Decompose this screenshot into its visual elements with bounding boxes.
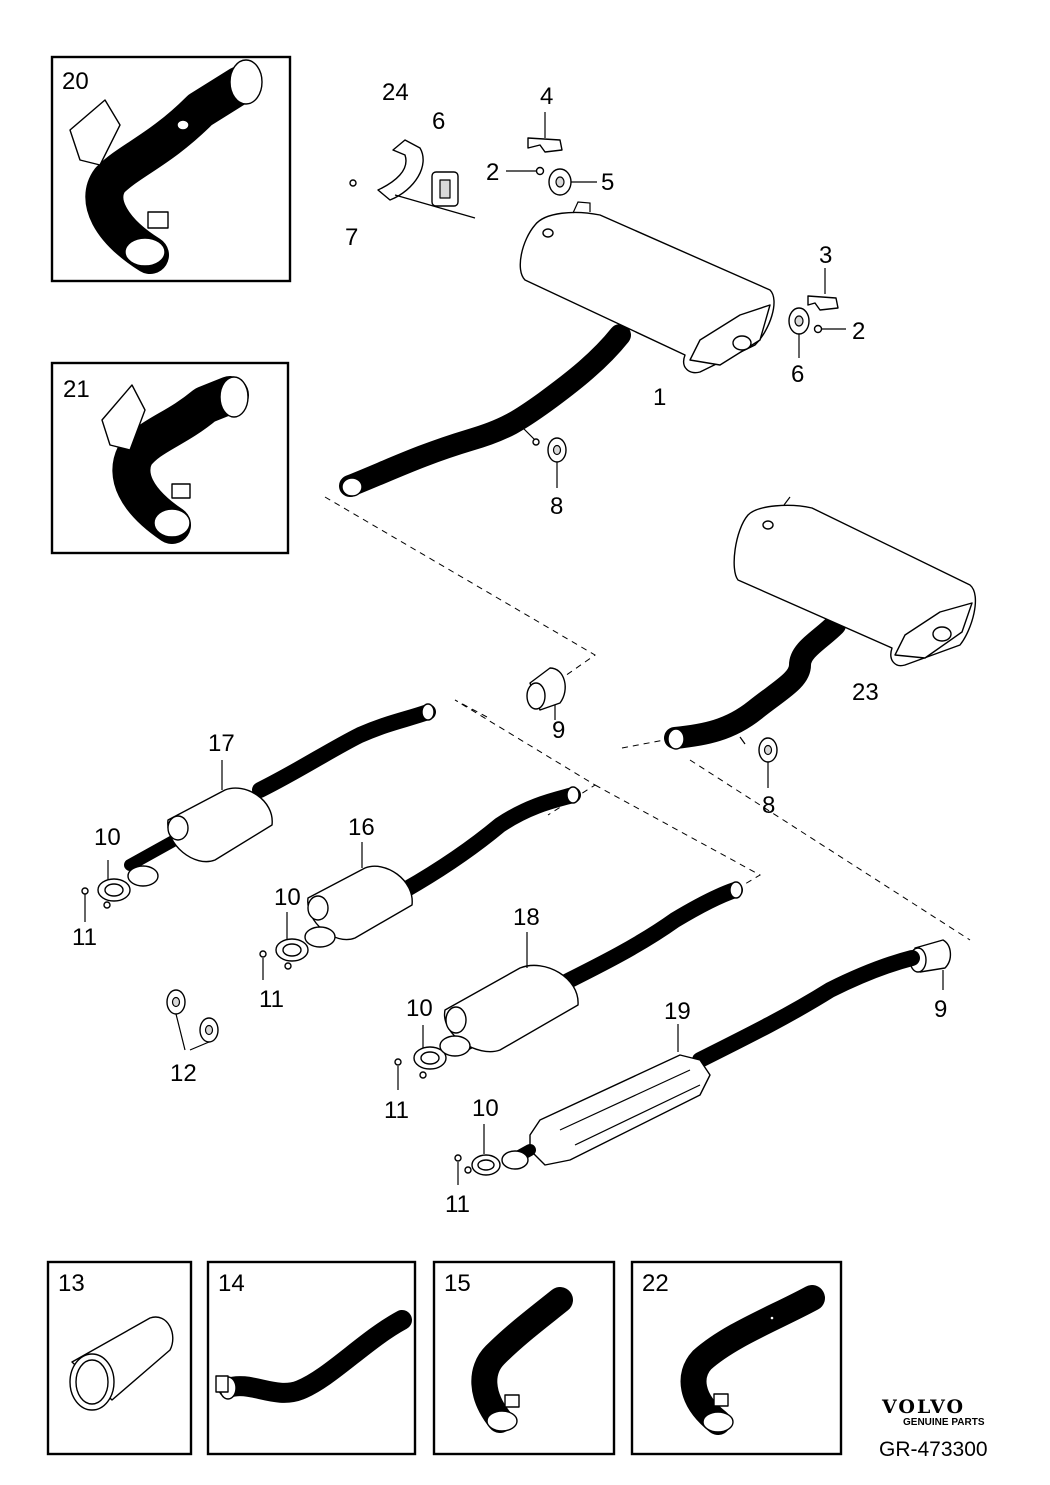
inset-22: 22 bbox=[630, 1260, 843, 1456]
callout-2-right: 2 bbox=[852, 318, 865, 345]
clamp-9-upper bbox=[526, 667, 566, 720]
callout-2-upper: 2 bbox=[486, 159, 499, 186]
volvo-logo: VOLVO bbox=[881, 1396, 965, 1418]
rear-muffler-1 bbox=[339, 201, 775, 497]
rubber-mount-6-right bbox=[788, 307, 810, 358]
callout-9-lower: 9 bbox=[934, 996, 947, 1023]
inset-14-label: 14 bbox=[218, 1270, 245, 1297]
nuts-11d bbox=[454, 1154, 472, 1185]
callout-17: 17 bbox=[208, 730, 235, 757]
bracket-4 bbox=[527, 112, 563, 153]
rubber-mount-8-lower bbox=[758, 737, 778, 788]
inset-22-label: 22 bbox=[642, 1270, 669, 1297]
hanger-6-upper bbox=[431, 171, 459, 207]
inset-20: 20 bbox=[50, 55, 292, 283]
callout-12: 12 bbox=[170, 1060, 197, 1087]
rubber-mounts-12 bbox=[166, 989, 219, 1051]
callout-8-upper: 8 bbox=[550, 493, 563, 520]
callout-11-d: 11 bbox=[445, 1191, 470, 1218]
callout-24: 24 bbox=[382, 79, 409, 106]
callout-3: 3 bbox=[819, 242, 832, 269]
inset-20-label: 20 bbox=[62, 68, 89, 95]
callout-5: 5 bbox=[601, 169, 614, 196]
inset-21: 21 bbox=[50, 361, 290, 555]
callout-11-c: 11 bbox=[384, 1097, 409, 1124]
gasket-10b bbox=[275, 912, 336, 962]
callout-8-lower: 8 bbox=[762, 792, 775, 819]
bolt-2-right bbox=[813, 324, 846, 334]
inset-22-pipe-drawing bbox=[680, 1285, 825, 1435]
inset-20-pipe-drawing bbox=[69, 59, 263, 274]
callout-19: 19 bbox=[664, 998, 691, 1025]
callout-9-upper: 9 bbox=[552, 717, 565, 744]
callout-16: 16 bbox=[348, 814, 375, 841]
nuts-11b bbox=[259, 950, 292, 980]
nuts-11c bbox=[394, 1058, 427, 1090]
inset-15-label: 15 bbox=[444, 1270, 471, 1297]
inset-15: 15 bbox=[432, 1260, 616, 1456]
drawing-code: GR-473300 bbox=[879, 1438, 988, 1461]
callout-10-c: 10 bbox=[406, 995, 433, 1022]
callout-23: 23 bbox=[852, 679, 879, 706]
clamp-9-lower bbox=[909, 939, 952, 990]
callout-10-a: 10 bbox=[94, 824, 121, 851]
rubber-mount-5 bbox=[548, 168, 597, 196]
inset-14-pipe-drawing bbox=[215, 1310, 412, 1403]
volvo-branding: VOLVO GENUINE PARTS GR-473300 bbox=[879, 1396, 988, 1461]
callout-11-a: 11 bbox=[72, 924, 97, 951]
callout-18: 18 bbox=[513, 904, 540, 931]
inset-15-pipe-drawing bbox=[471, 1287, 573, 1433]
callout-6-upper: 6 bbox=[432, 108, 445, 135]
callout-labels: 24 6 7 4 2 5 3 2 6 1 8 23 9 8 17 16 10 1… bbox=[72, 79, 947, 1218]
callout-10-b: 10 bbox=[274, 884, 301, 911]
nuts-11a bbox=[81, 887, 111, 922]
rear-muffler-23 bbox=[664, 496, 977, 750]
bolt-2-upper bbox=[506, 166, 545, 176]
callout-4: 4 bbox=[540, 83, 553, 110]
middle-silencer-19 bbox=[506, 950, 920, 1166]
gasket-10d bbox=[471, 1124, 529, 1176]
inset-21-label: 21 bbox=[63, 376, 90, 403]
callout-6-right: 6 bbox=[791, 361, 804, 388]
inset-13: 13 bbox=[46, 1260, 193, 1456]
gasket-10a bbox=[97, 860, 159, 902]
callout-11-b: 11 bbox=[259, 986, 284, 1013]
pin-7 bbox=[349, 179, 476, 219]
inset-14: 14 bbox=[206, 1260, 417, 1456]
middle-muffler-18 bbox=[444, 881, 743, 1054]
middle-muffler-17 bbox=[124, 703, 436, 871]
bracket-24 bbox=[377, 139, 424, 201]
gasket-10c bbox=[413, 1025, 471, 1070]
callout-1: 1 bbox=[653, 384, 666, 411]
bracket-3 bbox=[807, 268, 839, 311]
inset-21-pipe-drawing bbox=[101, 376, 249, 544]
inset-13-label: 13 bbox=[58, 1270, 85, 1297]
callout-7: 7 bbox=[345, 224, 358, 251]
rubber-mount-8-upper bbox=[547, 437, 567, 488]
genuine-parts-tagline: GENUINE PARTS bbox=[903, 1417, 985, 1428]
callout-10-d: 10 bbox=[472, 1095, 499, 1122]
inset-13-tailpipe-tip bbox=[69, 1316, 174, 1411]
